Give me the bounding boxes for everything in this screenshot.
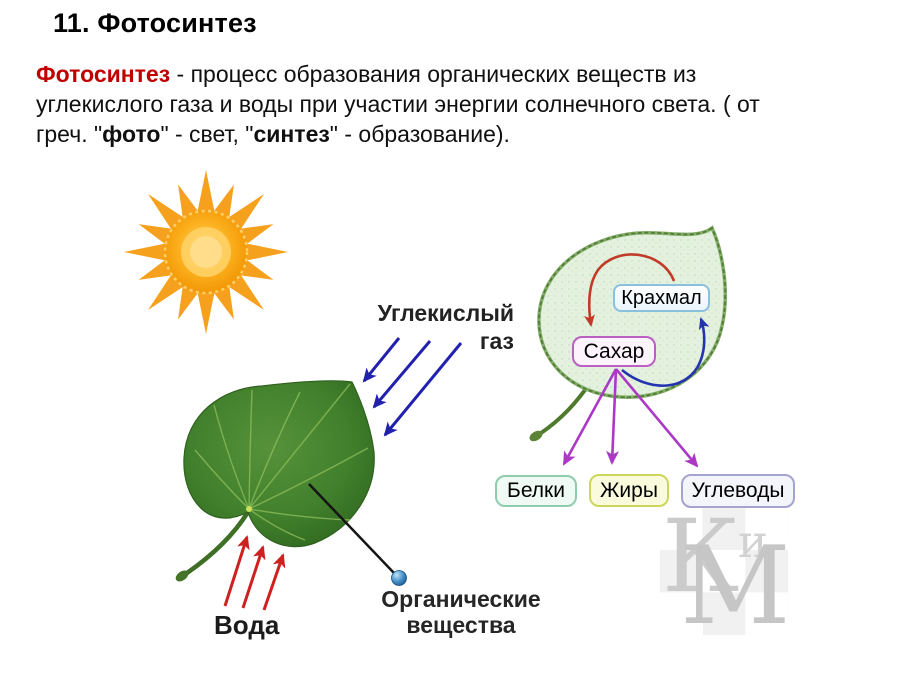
sugar-to-proteins-arrow: [562, 368, 618, 466]
kim-watermark: К и М: [660, 498, 791, 641]
definition-bold-foto: фото: [102, 121, 161, 147]
product-arrows: [562, 368, 699, 468]
water-arrow: [223, 535, 250, 607]
water-arrows: [223, 535, 286, 611]
leaf-vein-junction: [246, 506, 252, 512]
definition-line3-start: греч. ": [36, 121, 103, 147]
leaf-blade: [183, 380, 375, 548]
definition-line-1: Фотосинтез - процесс образования органич…: [36, 59, 856, 89]
watermark-letter-m: М: [680, 524, 791, 649]
sun-core-ring: [163, 209, 249, 295]
watermark-letter-k: К: [662, 498, 740, 615]
definition-line-3: греч. "фото" - свет, "синтез" - образова…: [36, 119, 856, 149]
starch-box: Крахмал: [613, 284, 710, 312]
definition-line-2: углекислого газа и воды при участии энер…: [36, 91, 760, 117]
definition-line1-rest: - процесс образования органических вещес…: [170, 61, 697, 87]
definition-paragraph: Фотосинтез - процесс образования органич…: [36, 59, 856, 149]
starch-to-sugar-arrow: [583, 253, 676, 327]
co2-arrow: [362, 337, 401, 383]
water-arrow: [262, 553, 286, 611]
leaf-stem: [184, 509, 251, 576]
definition-line3-mid: " - свет, ": [160, 121, 254, 147]
sun-icon: [124, 170, 288, 334]
page-title: 11. Фотосинтез: [53, 8, 257, 38]
green-leaf-icon: [175, 380, 375, 582]
carbs-box: Углеводы: [681, 474, 795, 508]
sun-center-glow: [190, 236, 222, 268]
water-label: Вода: [214, 610, 280, 640]
co2-label: Углекислый газ: [377, 300, 514, 354]
water-arrow: [241, 545, 266, 609]
sugar-box: Сахар: [572, 336, 656, 367]
organic-matter-label: Органические вещества: [381, 586, 541, 638]
cycle-leaf-outline: [538, 226, 727, 399]
organic-pointer-line: [308, 483, 395, 574]
definition-bold-sintez: синтез: [253, 121, 330, 147]
definition-term: Фотосинтез: [36, 61, 171, 87]
definition-line3-end: " - образование).: [329, 121, 510, 147]
leaf-stem-tip: [175, 570, 189, 582]
co2-arrows: [362, 337, 463, 437]
fats-box: Жиры: [589, 474, 669, 507]
watermark-letter-i: и: [738, 515, 768, 568]
organic-dot-icon: [391, 570, 407, 586]
cycle-leaf-stem-tip: [529, 430, 543, 442]
co2-arrow: [383, 342, 463, 437]
sugar-to-starch-arrow: [621, 317, 710, 387]
co2-arrow: [372, 340, 432, 409]
leaf-veins: [194, 383, 369, 541]
proteins-box: Белки: [495, 475, 577, 507]
sugar-to-carbs-arrow: [615, 368, 699, 468]
sugar-to-fats-arrow: [606, 368, 620, 465]
